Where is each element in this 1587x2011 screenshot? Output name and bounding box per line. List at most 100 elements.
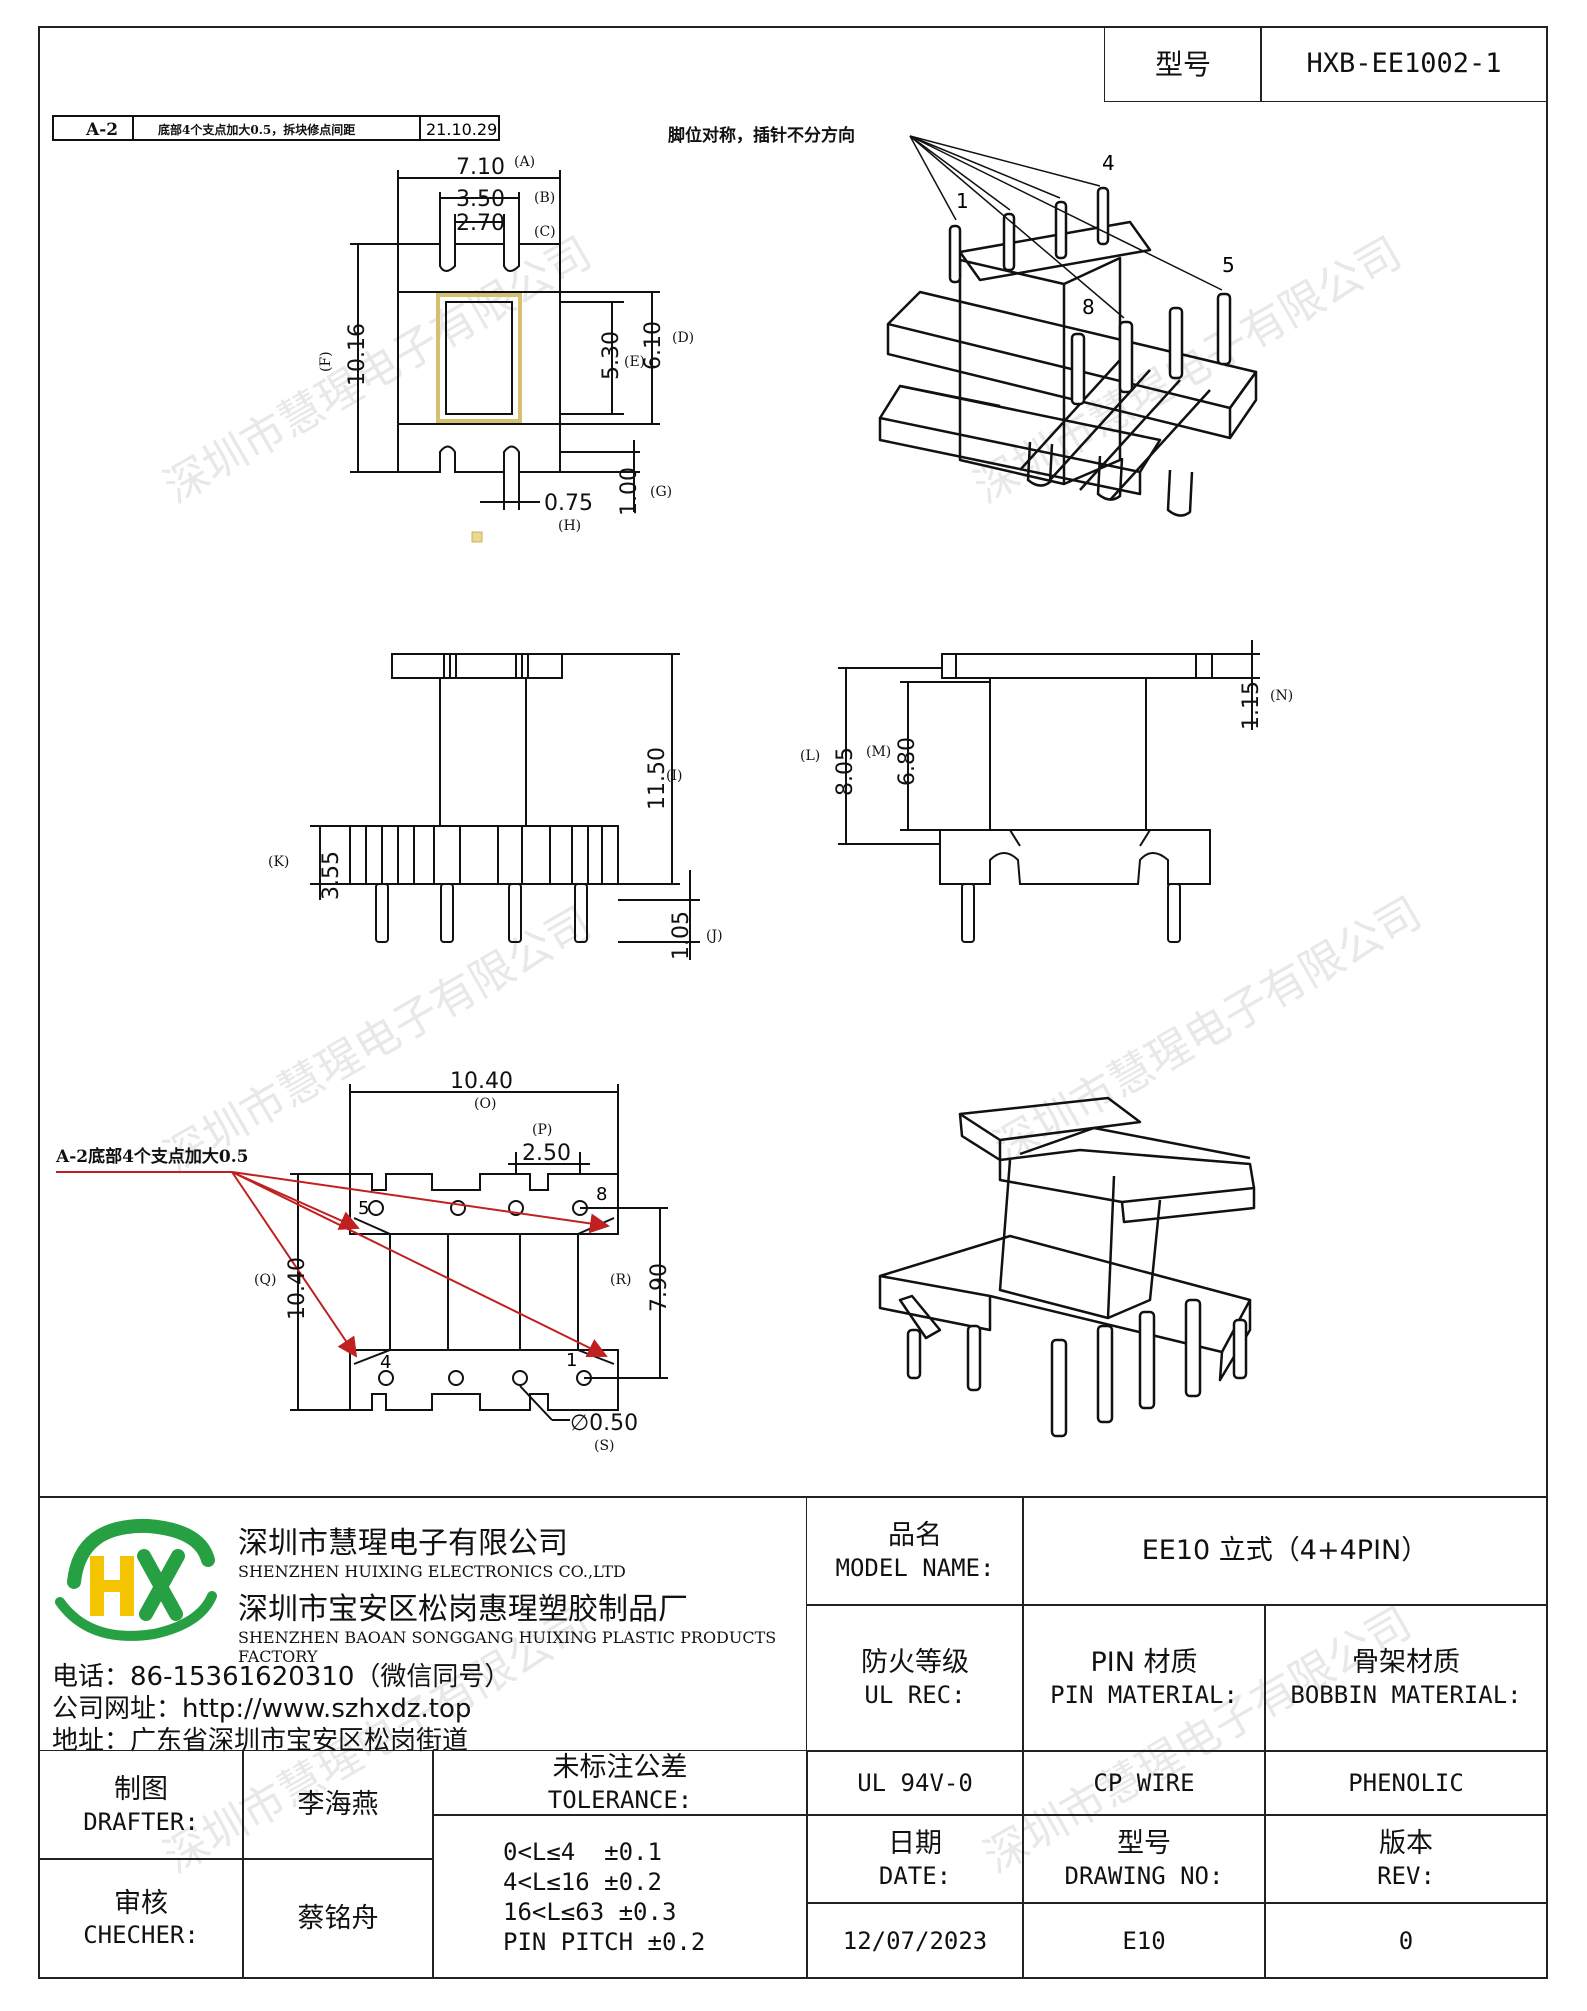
- dim-D-label: (D): [672, 330, 694, 346]
- date-label-en: DATE:: [878, 1861, 952, 1890]
- dim-N-label: (N): [1270, 688, 1293, 704]
- pin-material-value: CP WIRE: [1093, 1769, 1195, 1797]
- dim-J: 1.05: [669, 911, 694, 960]
- base-callout-arrows: [56, 1171, 610, 1358]
- dim-S-label: (S): [594, 1438, 615, 1454]
- tolerance-row: 16<L≤63 ±0.3: [503, 1897, 677, 1926]
- revision-box: A-2 底部4个支点加大0.5，拆块修点间距 21.10.29: [52, 115, 500, 141]
- company-name-en: SHENZHEN HUIXING ELECTRONICS CO.,LTD: [238, 1562, 626, 1581]
- bottom-pin-label-1: 1: [566, 1350, 577, 1371]
- drafter-label-cn: 制图: [114, 1774, 168, 1806]
- dim-M-label: (M): [866, 744, 891, 760]
- tolerance-label-cn: 未标注公差: [552, 1752, 688, 1784]
- dim-Q-label: (Q): [254, 1272, 276, 1288]
- checker-label-cell: 审核 CHECHER:: [38, 1858, 244, 1979]
- rev-label-cn: 版本: [1379, 1828, 1433, 1860]
- front-view: [310, 653, 700, 960]
- model-name-value-cell: EE10 立式（4+4PIN）: [1022, 1496, 1548, 1606]
- dim-G-label: (G): [650, 484, 672, 500]
- factory-name-en: SHENZHEN BAOAN SONGGANG HUIXING PLASTIC …: [238, 1628, 777, 1666]
- tolerance-row: PIN PITCH ±0.2: [503, 1927, 706, 1956]
- dim-S: ∅0.50: [570, 1411, 638, 1436]
- checker-value: 蔡铭舟: [297, 1902, 379, 1934]
- dim-R-label: (R): [610, 1272, 631, 1288]
- pin-label-4: 4: [1102, 151, 1115, 175]
- dim-C-label: (C): [534, 224, 556, 240]
- dim-F-label: (F): [318, 351, 334, 372]
- drawing-no-label-cell: 型号 DRAWING NO:: [1022, 1814, 1266, 1904]
- header-model-value: HXB-EE1002-1: [1306, 48, 1502, 80]
- ul-label-en: UL REC:: [864, 1680, 966, 1709]
- tolerance-label-cell: 未标注公差 TOLERANCE:: [432, 1750, 808, 1816]
- model-name-value: EE10 立式（4+4PIN）: [1141, 1535, 1429, 1567]
- dim-D: 6.10: [641, 321, 666, 370]
- tolerance-values-cell: 0<L≤4 ±0.1 4<L≤16 ±0.2 16<L≤63 ±0.3 PIN …: [432, 1814, 808, 1979]
- dim-L-label: (L): [800, 748, 820, 764]
- checker-label-en: CHECHER:: [83, 1921, 199, 1950]
- company-website: 公司网址：http://www.szhxdz.top: [52, 1694, 472, 1724]
- dim-A: 7.10: [456, 155, 505, 180]
- bottom-view: [290, 1084, 668, 1421]
- company-phone: 电话：86-15361620310（微信同号）: [52, 1662, 511, 1692]
- pin-material-label-cell: PIN 材质 PIN MATERIAL:: [1022, 1604, 1266, 1752]
- tolerance-label-en: TOLERANCE:: [547, 1785, 693, 1814]
- header-label: 型号: [1154, 47, 1211, 81]
- revision-code: A-2: [85, 120, 118, 140]
- dim-I: 11.50: [645, 747, 670, 810]
- top-view: [350, 170, 660, 543]
- dim-A-label: (A): [514, 154, 535, 170]
- rev-value-cell: 0: [1264, 1902, 1548, 1979]
- dim-E-label: (E): [624, 354, 645, 370]
- dim-O-label: (O): [474, 1096, 496, 1112]
- dim-P-label: (P): [532, 1122, 552, 1138]
- pin-material-value-cell: CP WIRE: [1022, 1750, 1266, 1816]
- dim-F: 10.16: [345, 323, 370, 386]
- drawing-no-label-en: DRAWING NO:: [1064, 1861, 1224, 1890]
- dim-B: 3.50: [456, 187, 505, 212]
- factory-name-cn: 深圳市宝安区松岗惠瑆塑胶制品厂: [238, 1592, 688, 1627]
- date-value-cell: 12/07/2023: [806, 1902, 1024, 1979]
- pin-label-1: 1: [956, 189, 969, 213]
- ul-value: UL 94V-0: [857, 1769, 973, 1797]
- dim-M: 6.80: [895, 737, 920, 786]
- dim-I-label: (I): [666, 768, 682, 784]
- title-block-top-line: [38, 1496, 1548, 1498]
- company-logo: HX: [55, 1518, 217, 1647]
- bobbin-material-value-cell: PHENOLIC: [1264, 1750, 1548, 1816]
- dim-N: 1.15: [1239, 681, 1264, 730]
- bottom-pin-label-8: 8: [596, 1184, 607, 1205]
- dim-P: 2.50: [522, 1141, 571, 1166]
- iso-view-top: [878, 220, 1258, 517]
- pin-material-label-en: PIN MATERIAL:: [1050, 1680, 1238, 1709]
- dim-H: 0.75: [544, 491, 593, 516]
- tolerance-row: 0<L≤4 ±0.1: [503, 1837, 662, 1866]
- drawing-no-value: E10: [1122, 1926, 1166, 1955]
- company-name-cn: 深圳市慧瑆电子有限公司: [238, 1526, 568, 1561]
- dim-G: 1.00: [617, 467, 642, 516]
- pin-material-label-cn: PIN 材质: [1090, 1647, 1198, 1679]
- base-callout: A-2底部4个支点加大0.5: [55, 1146, 248, 1167]
- dim-J-label: (J): [706, 928, 723, 944]
- pin-label-5: 5: [1222, 253, 1235, 277]
- bottom-pin-label-4: 4: [380, 1352, 391, 1373]
- model-name-label-cn: 品名: [888, 1520, 942, 1552]
- bobbin-material-label-cell: 骨架材质 BOBBIN MATERIAL:: [1264, 1604, 1548, 1752]
- technical-drawing: A-2 底部4个支点加大0.5，拆块修点间距 21.10.29 7.10 (A)…: [52, 115, 1293, 1454]
- rev-label-en: REV:: [1377, 1861, 1435, 1890]
- side-view: [838, 640, 1260, 943]
- logo-text: HX: [110, 1645, 112, 1647]
- drawing-no-value-cell: E10: [1022, 1902, 1266, 1979]
- dim-L: 8.05: [833, 747, 858, 796]
- ul-label-cn: 防火等级: [861, 1647, 969, 1679]
- ul-label-cell: 防火等级 UL REC:: [806, 1604, 1024, 1752]
- bobbin-material-label-cn: 骨架材质: [1352, 1647, 1460, 1679]
- tolerance-row: 4<L≤16 ±0.2: [503, 1867, 662, 1896]
- rev-label-cell: 版本 REV:: [1264, 1814, 1548, 1904]
- pin-callout-arrows: [909, 135, 1223, 319]
- iso-view-bottom: [878, 1096, 1256, 1382]
- drafter-value: 李海燕: [297, 1789, 379, 1821]
- revision-note: 底部4个支点加大0.5，拆块修点间距: [158, 122, 355, 137]
- pin-callout: 脚位对称，插针不分方向: [668, 125, 855, 146]
- ul-value-cell: UL 94V-0: [806, 1750, 1024, 1816]
- drawing-no-label-cn: 型号: [1117, 1828, 1171, 1860]
